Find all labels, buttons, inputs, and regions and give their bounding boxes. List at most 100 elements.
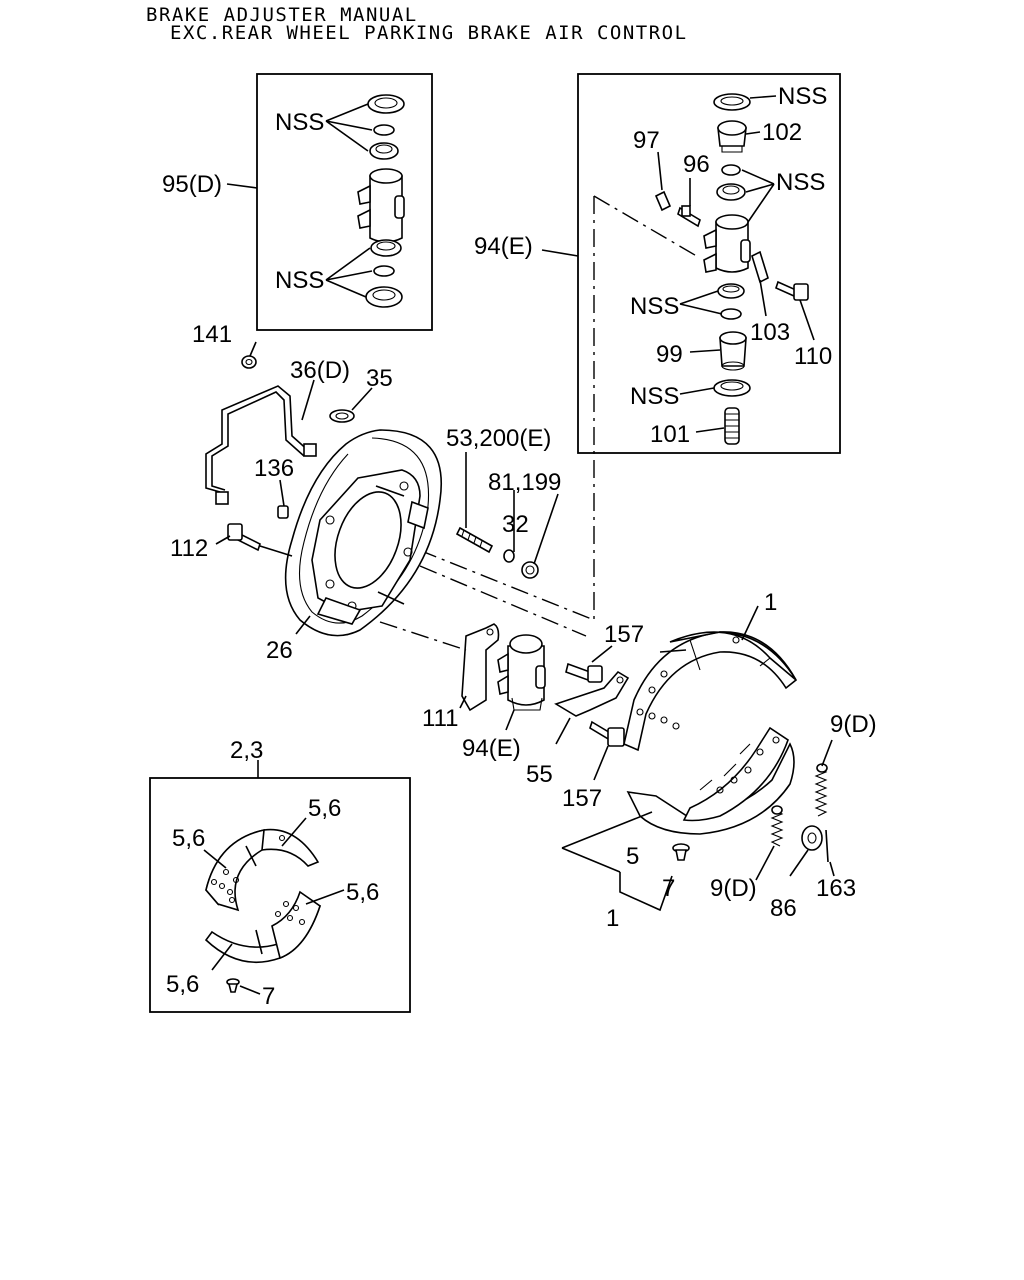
pin-163	[825, 829, 829, 863]
leader	[305, 889, 345, 905]
leader	[755, 845, 775, 881]
leader	[555, 717, 571, 745]
brake-shoe-upper	[623, 631, 798, 752]
leader	[211, 943, 233, 971]
seal-cup	[369, 142, 399, 160]
rivet-7	[226, 978, 240, 993]
label-96: 96	[683, 151, 710, 178]
leader	[657, 151, 663, 191]
center-hole	[334, 491, 402, 589]
bolt-136	[277, 505, 289, 519]
leader-95	[226, 183, 258, 189]
label-9d: 9(D)	[710, 875, 757, 902]
rivet-7	[672, 843, 690, 861]
bolt-157-lower	[589, 720, 625, 747]
leader	[591, 645, 613, 663]
label-94e: 94(E)	[462, 735, 521, 762]
nut-81	[521, 561, 539, 579]
shoe-web	[669, 631, 797, 681]
bolt-157-upper	[565, 662, 603, 683]
label-81-199: 81,199	[488, 469, 561, 496]
bolt-112	[227, 523, 261, 552]
bleeder-screw-96	[677, 205, 701, 228]
label-7: 7	[262, 983, 275, 1010]
label-110: 110	[794, 343, 832, 370]
leader	[695, 427, 725, 433]
leader	[745, 131, 761, 135]
label-2-3: 2,3	[230, 737, 263, 764]
label-nss: NSS	[776, 169, 825, 196]
clip-35	[329, 409, 355, 423]
leader	[301, 379, 315, 421]
spring-9-lower	[770, 805, 784, 847]
leader	[789, 849, 809, 877]
leader	[829, 861, 835, 877]
center-line	[419, 565, 587, 637]
leader	[351, 387, 373, 411]
label-112: 112	[170, 535, 208, 562]
wheel-cylinder-body-94	[703, 214, 751, 273]
leader	[505, 709, 515, 731]
label-7: 7	[662, 875, 675, 902]
spring-9-upper	[814, 763, 828, 817]
o-ring-lower	[373, 265, 395, 277]
label-101: 101	[650, 421, 690, 448]
label-5-6: 5,6	[308, 795, 341, 822]
label-nss: NSS	[778, 83, 827, 110]
stud	[377, 591, 405, 605]
shield-111	[461, 623, 500, 712]
o-ring	[721, 164, 741, 176]
bolt-110	[775, 280, 809, 301]
detail-box-94: NSS 102 97 96 NSS NSS 103 110 99 NSS 101	[577, 73, 841, 454]
cap-97	[654, 190, 672, 212]
label-95d: 95(D)	[162, 171, 222, 198]
leader-1-bracket	[619, 872, 673, 912]
diagram-title: BRAKE ADJUSTER MANUAL	[146, 4, 418, 26]
label-53-200e: 53,200(E)	[446, 425, 551, 452]
leader	[295, 615, 311, 635]
seal-ring-bottom	[365, 286, 403, 308]
adjuster-plate-55	[554, 670, 630, 717]
leader	[533, 493, 559, 565]
label-5-6: 5,6	[172, 825, 205, 852]
label-5-6: 5,6	[346, 879, 379, 906]
leader	[679, 387, 715, 395]
label-111: 111	[422, 705, 458, 732]
label-9d: 9(D)	[830, 711, 877, 738]
label-35: 35	[366, 365, 393, 392]
label-163: 163	[816, 875, 856, 902]
label-99: 99	[656, 341, 683, 368]
label-1: 1	[606, 905, 619, 932]
label-94e: 94(E)	[474, 233, 533, 260]
label-nss: NSS	[275, 267, 324, 294]
label-102: 102	[762, 119, 802, 146]
leader	[239, 985, 261, 995]
label-136: 136	[254, 455, 294, 482]
leader-nss-top	[325, 103, 373, 152]
label-157: 157	[604, 621, 644, 648]
piston-102	[717, 120, 747, 153]
lining-upper	[205, 828, 320, 912]
o-ring	[373, 124, 395, 136]
center-line	[593, 195, 701, 259]
detail-box-23-frame	[149, 777, 411, 1013]
detail-box-95-frame	[256, 73, 433, 331]
diagram-subtitle: EXC.REAR WHEEL PARKING BRAKE AIR CONTROL	[170, 22, 688, 44]
leader	[259, 545, 293, 557]
label-26: 26	[266, 637, 293, 664]
center-line	[413, 196, 595, 622]
dust-boot-top	[713, 93, 751, 111]
label-36d: 36(D)	[290, 357, 350, 384]
piston-99	[719, 331, 747, 371]
wheel-cylinder-94	[497, 634, 546, 711]
seal-cup-lower	[370, 239, 402, 257]
label-32: 32	[502, 511, 529, 538]
label-nss: NSS	[630, 383, 679, 410]
fitting	[303, 443, 317, 457]
leader	[689, 349, 721, 353]
leader	[459, 695, 467, 709]
dust-boot-bottom	[713, 379, 751, 397]
leader	[249, 341, 257, 357]
seal-cup	[716, 183, 746, 201]
